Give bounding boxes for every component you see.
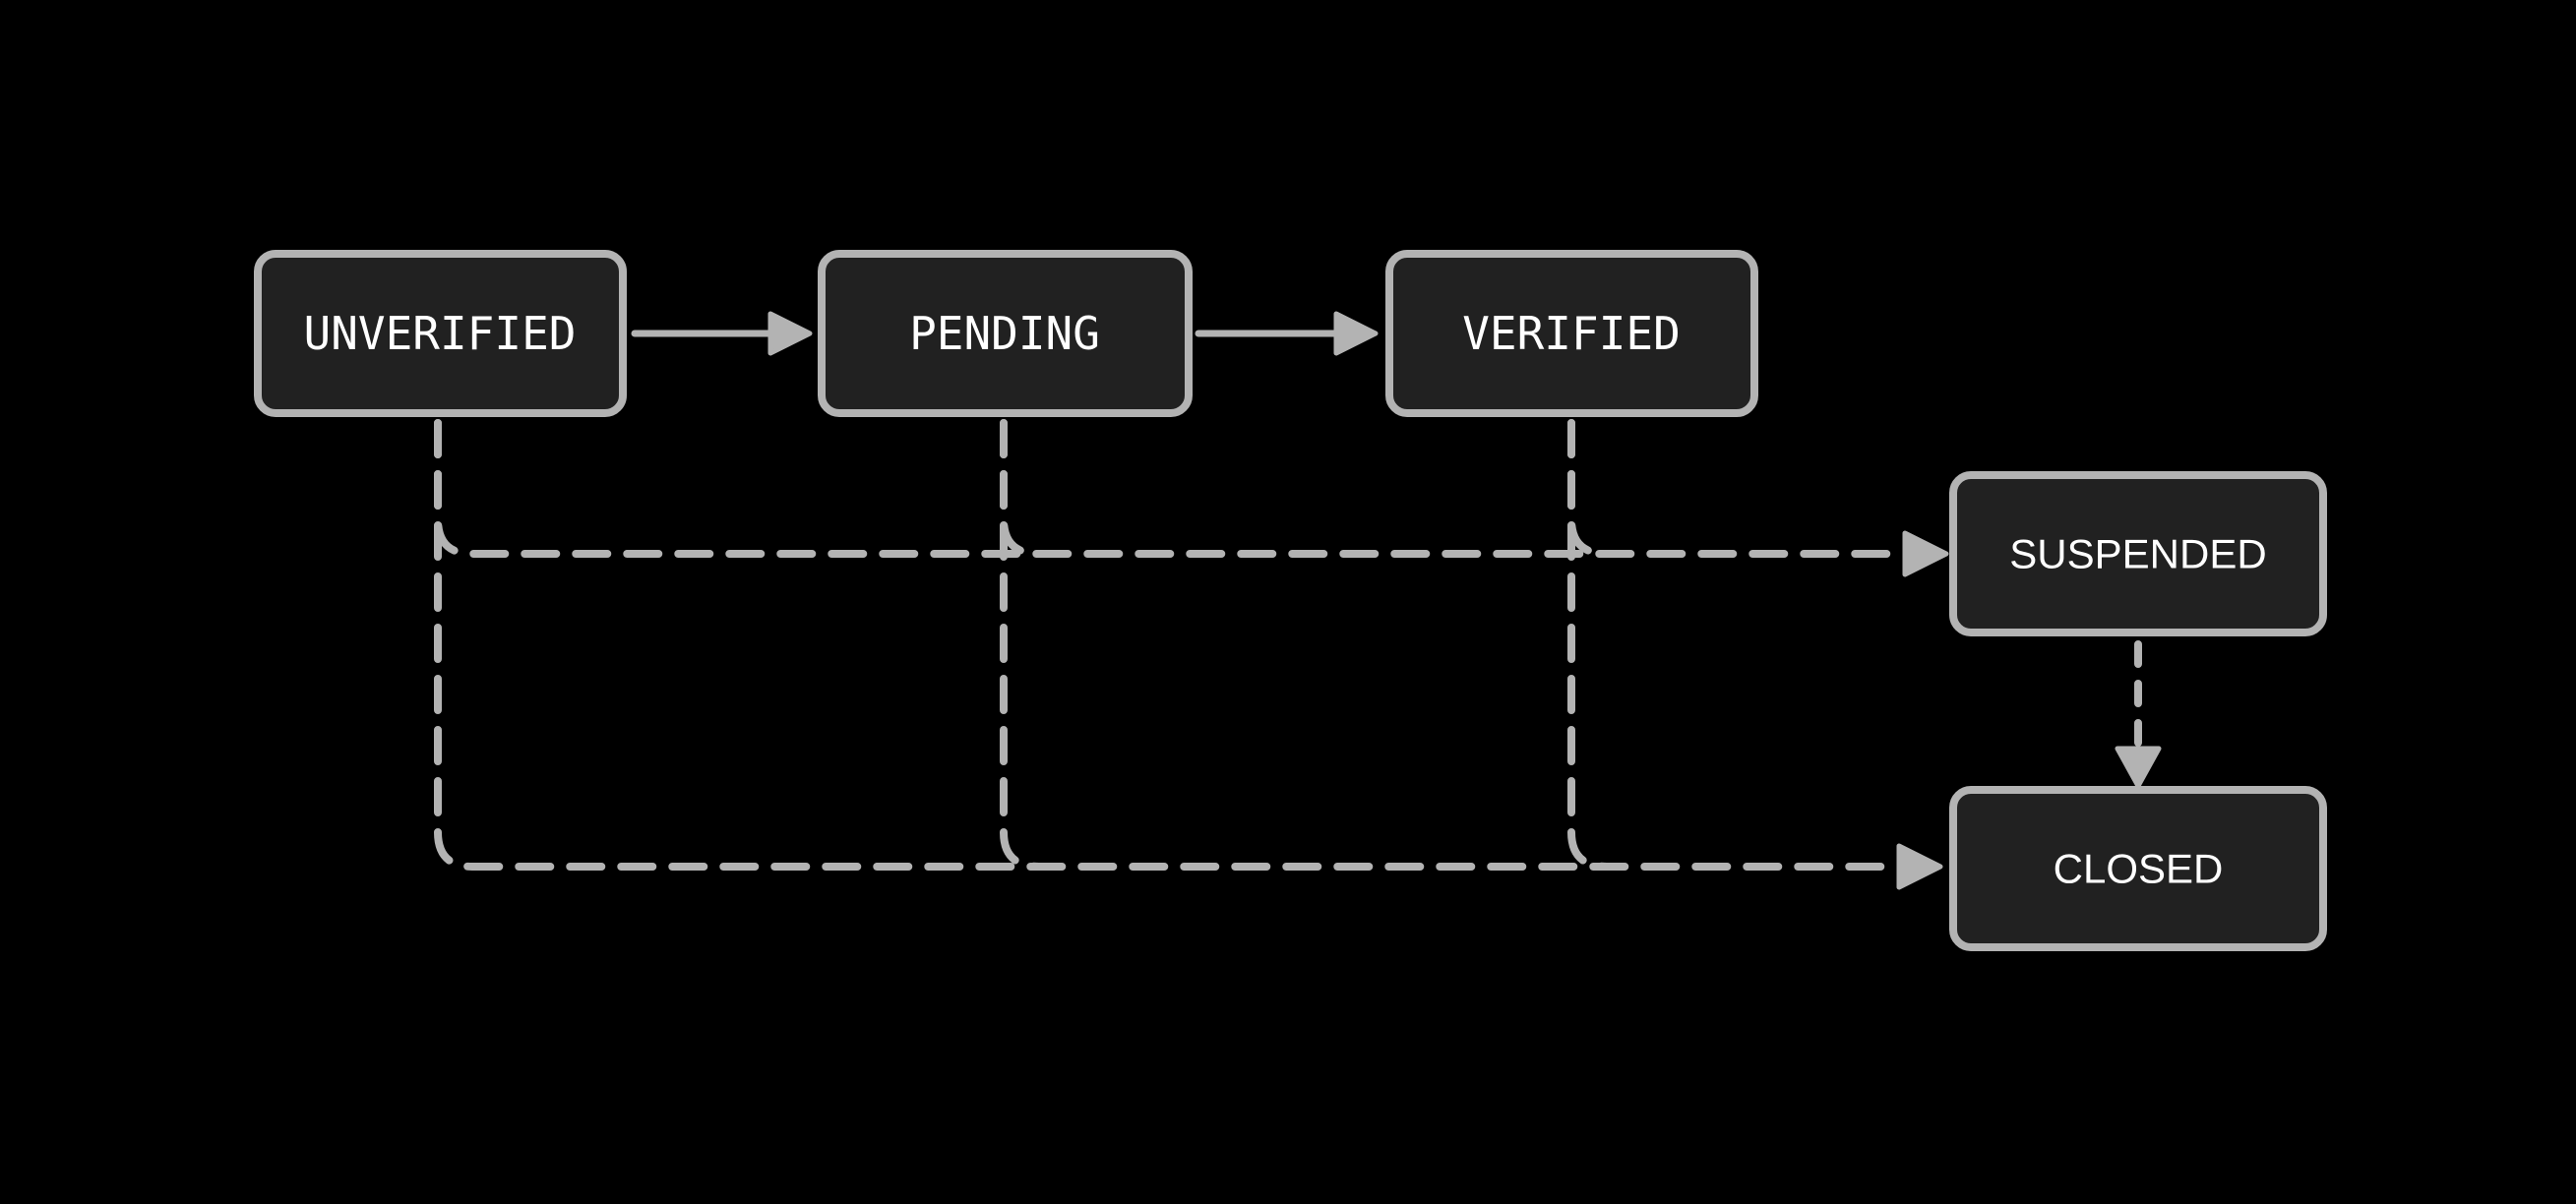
arrowhead-into-closed-top	[2115, 746, 2162, 789]
node-box-pending	[818, 250, 1193, 417]
node-label-pending: PENDING	[909, 307, 1100, 360]
edge-unverified-to-suspended	[434, 419, 1903, 558]
state-node-verified: VERIFIED	[1385, 250, 1758, 417]
edge-pending-to-closed	[1000, 419, 1043, 871]
arrowhead-into-suspended	[1902, 530, 1949, 577]
state-node-pending: PENDING	[818, 250, 1193, 417]
edge-group	[434, 311, 2162, 890]
edge-pending-to-suspended	[1000, 419, 1043, 558]
arrowhead-into-closed	[1896, 843, 1943, 890]
node-label-verified: VERIFIED	[1462, 307, 1681, 360]
node-label-closed: CLOSED	[2054, 846, 2224, 892]
arrowhead-into-verified	[1333, 311, 1379, 356]
node-box-verified	[1385, 250, 1758, 417]
state-node-closed: CLOSED	[1949, 786, 2327, 951]
node-box-closed	[1949, 786, 2327, 951]
edge-unverified-to-closed	[434, 419, 1893, 871]
state-node-unverified: UNVERIFIED	[254, 250, 627, 417]
state-node-suspended: SUSPENDED	[1949, 471, 2327, 636]
node-box-suspended	[1949, 471, 2327, 636]
node-box-unverified	[254, 250, 627, 417]
edge-verified-to-suspended	[1567, 419, 1611, 558]
edge-verified-to-closed	[1567, 419, 1611, 871]
node-label-suspended: SUSPENDED	[2009, 531, 2266, 577]
arrowhead-into-pending	[767, 311, 813, 356]
node-label-unverified: UNVERIFIED	[304, 307, 577, 360]
